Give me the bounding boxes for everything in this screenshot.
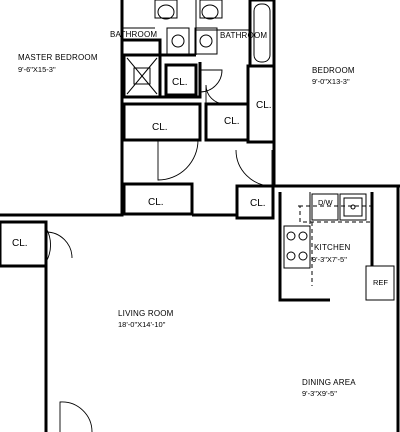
toilet-tank-2 [199, 0, 223, 19]
stove-icon [283, 225, 311, 269]
closet-label-1: CL. [172, 77, 188, 88]
toilet-icon-2 [201, 4, 219, 20]
sink-icon-2 [194, 27, 218, 55]
kitchen-name: KITCHEN [314, 243, 351, 252]
hall-closets: CL. CL. CL. CL. [122, 55, 276, 181]
closet-label-5: CL. [148, 197, 164, 208]
bathroom-right-name: BATHROOM [220, 31, 267, 40]
toilet-tank [154, 0, 178, 19]
closet-label-6: CL. [250, 198, 266, 209]
dining-area-size: 9'-3"X9'-5" [302, 389, 337, 398]
dining-area-name: DINING AREA [302, 378, 356, 387]
living-room-name: LIVING ROOM [118, 309, 174, 318]
bedroom-name: BEDROOM [312, 66, 355, 75]
kitchen-size: 9'-3"X7'-5" [312, 255, 347, 264]
master-bedroom-size: 9'-6"X15-3" [18, 65, 56, 74]
master-bedroom-name: MASTER BEDROOM [18, 53, 98, 62]
sink-icon [166, 27, 190, 55]
bedroom-size: 9'-0"X13-3" [312, 77, 350, 86]
bathroom-left-name: BATHROOM [110, 30, 157, 39]
bedroom: BEDROOM 9'-0"X13-3" [235, 0, 400, 188]
living-room-size: 18'-0"X14'-10" [118, 320, 166, 329]
kitchen-sink-icon [339, 193, 367, 221]
kitchen: D/W REF KITCHEN 9'-3"X7'-5" [278, 192, 395, 302]
closet-label-7: CL. [12, 238, 28, 249]
dishwasher-label: D/W [318, 198, 334, 207]
closet-label-4: CL. [256, 100, 272, 111]
living-room: LIVING ROOM 18'-0"X14'-10" [0, 213, 237, 432]
master-bedroom: MASTER BEDROOM 9'-6"X15-3" [0, 0, 155, 217]
bathroom-right: BATHROOM [194, 0, 276, 68]
refrigerator-label: REF [373, 278, 388, 287]
dining-area: DINING AREA 9'-3"X9'-5" [302, 186, 400, 432]
lower-closets: CL. CL. CL. [0, 182, 275, 268]
closet-label-3: CL. [224, 116, 240, 127]
refrigerator-icon [365, 265, 395, 301]
toilet-icon [157, 4, 175, 20]
closet-label-2: CL. [152, 122, 168, 133]
